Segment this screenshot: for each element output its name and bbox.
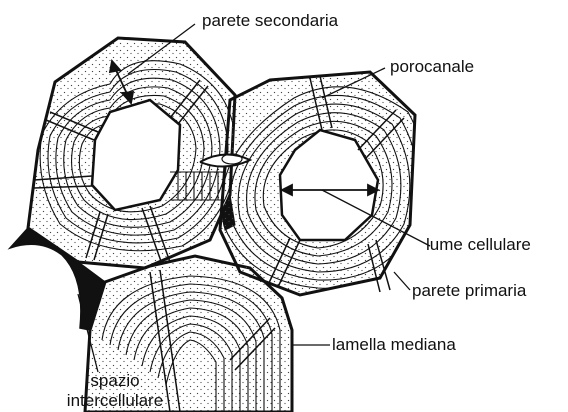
label-porocanale: porocanale — [390, 58, 474, 75]
label-parete-secondaria: parete secondaria — [202, 12, 338, 29]
label-lamella-mediana: lamella mediana — [332, 336, 456, 353]
cell-right — [220, 72, 428, 295]
cell-left — [28, 38, 236, 268]
label-lume-cellulare: lume cellulare — [426, 236, 531, 253]
label-parete-primaria: parete primaria — [412, 282, 526, 299]
leader-parete-primaria — [394, 272, 410, 290]
label-intercellulare: intercellulare — [45, 392, 185, 409]
label-spazio: spazio — [70, 372, 160, 389]
